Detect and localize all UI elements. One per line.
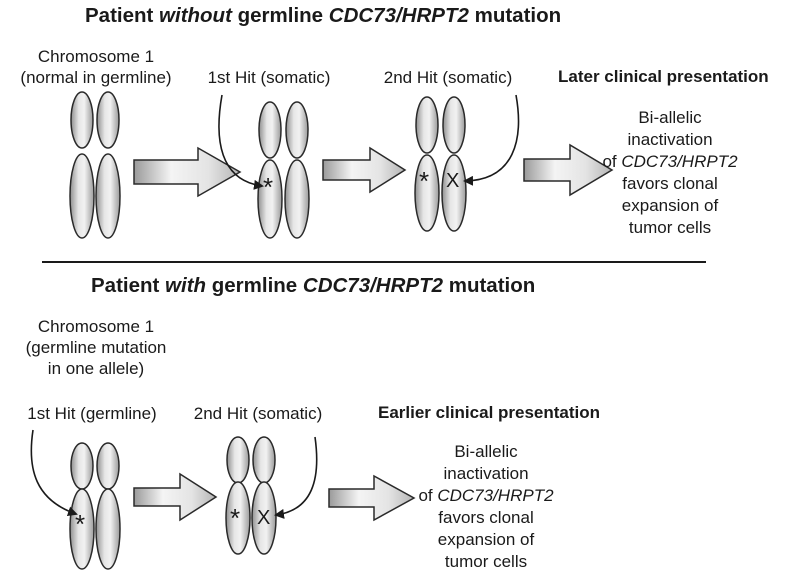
block-arrow-bottom-1 (133, 472, 218, 522)
hit-arrow-bottom-1 (30, 429, 78, 517)
chromatid-lower (414, 154, 440, 232)
bottom-hit2-label: 2nd Hit (somatic) (193, 404, 323, 423)
bottom-hit1-label: 1st Hit (germline) (27, 404, 157, 423)
chromatid-lower (95, 488, 121, 570)
chromosome-pair-normal (69, 91, 121, 239)
bottom-chromosome-label: Chromosome 1 (germline mutation in one a… (25, 317, 167, 378)
top-hit1-label: 1st Hit (somatic) (207, 68, 331, 87)
somatic-mutation-star: * (419, 166, 430, 196)
chromatid-upper (442, 96, 466, 154)
chromosome-pair-hit1-top (257, 101, 310, 239)
germline-mutation-star: * (230, 503, 241, 533)
chromatid-upper (285, 101, 309, 159)
hit-arrow-bottom-2 (274, 436, 318, 519)
chromatid-lower (284, 159, 310, 239)
bottom-presentation-label: Earlier clinical presentation (378, 403, 601, 422)
somatic-deletion-x: X (257, 507, 271, 529)
somatic-mutation-star: * (263, 172, 274, 202)
block-arrow-top-3 (523, 143, 614, 197)
hit-arrow-top-1 (218, 94, 264, 190)
chromatid-upper (226, 436, 250, 484)
chromatid-lower (95, 153, 121, 239)
chromatid-upper (96, 442, 120, 490)
chromatid-upper (96, 91, 120, 149)
chromatid-upper (252, 436, 276, 484)
block-arrow-bottom-2 (328, 474, 416, 522)
somatic-deletion-x: X (446, 170, 460, 192)
chromatid-lower (257, 159, 283, 239)
top-presentation-label: Later clinical presentation (558, 67, 769, 86)
chromatid-upper (415, 96, 439, 154)
chromatid-upper (70, 91, 94, 149)
top-title: Patient without germline CDC73/HRPT2 mut… (85, 4, 562, 27)
block-arrow-top-1 (133, 146, 242, 198)
top-hit2-label: 2nd Hit (somatic) (383, 68, 513, 87)
chromatid-upper (70, 442, 94, 490)
chromatid-lower (225, 481, 251, 555)
germline-mutation-star: * (75, 509, 86, 539)
chromosome-pair-hit1-bottom (69, 442, 121, 570)
top-chromosome-label: Chromosome 1 (normal in germline) (20, 47, 172, 87)
chromatid-lower (441, 154, 467, 232)
top-outcome-text: Bi-allelic inactivation of CDC73/HRPT2 f… (602, 108, 738, 237)
chromatid-upper (258, 101, 282, 159)
bottom-outcome-text: Bi-allelic inactivation of CDC73/HRPT2 f… (418, 442, 554, 571)
chromosome-pair-hit2-top (414, 96, 467, 232)
chromosome-pair-hit2-bottom (225, 436, 277, 555)
chromatid-lower (69, 153, 95, 239)
block-arrow-top-2 (322, 146, 407, 194)
hit-arrow-top-2 (463, 94, 520, 186)
bottom-title: Patient with germline CDC73/HRPT2 mutati… (91, 274, 536, 297)
